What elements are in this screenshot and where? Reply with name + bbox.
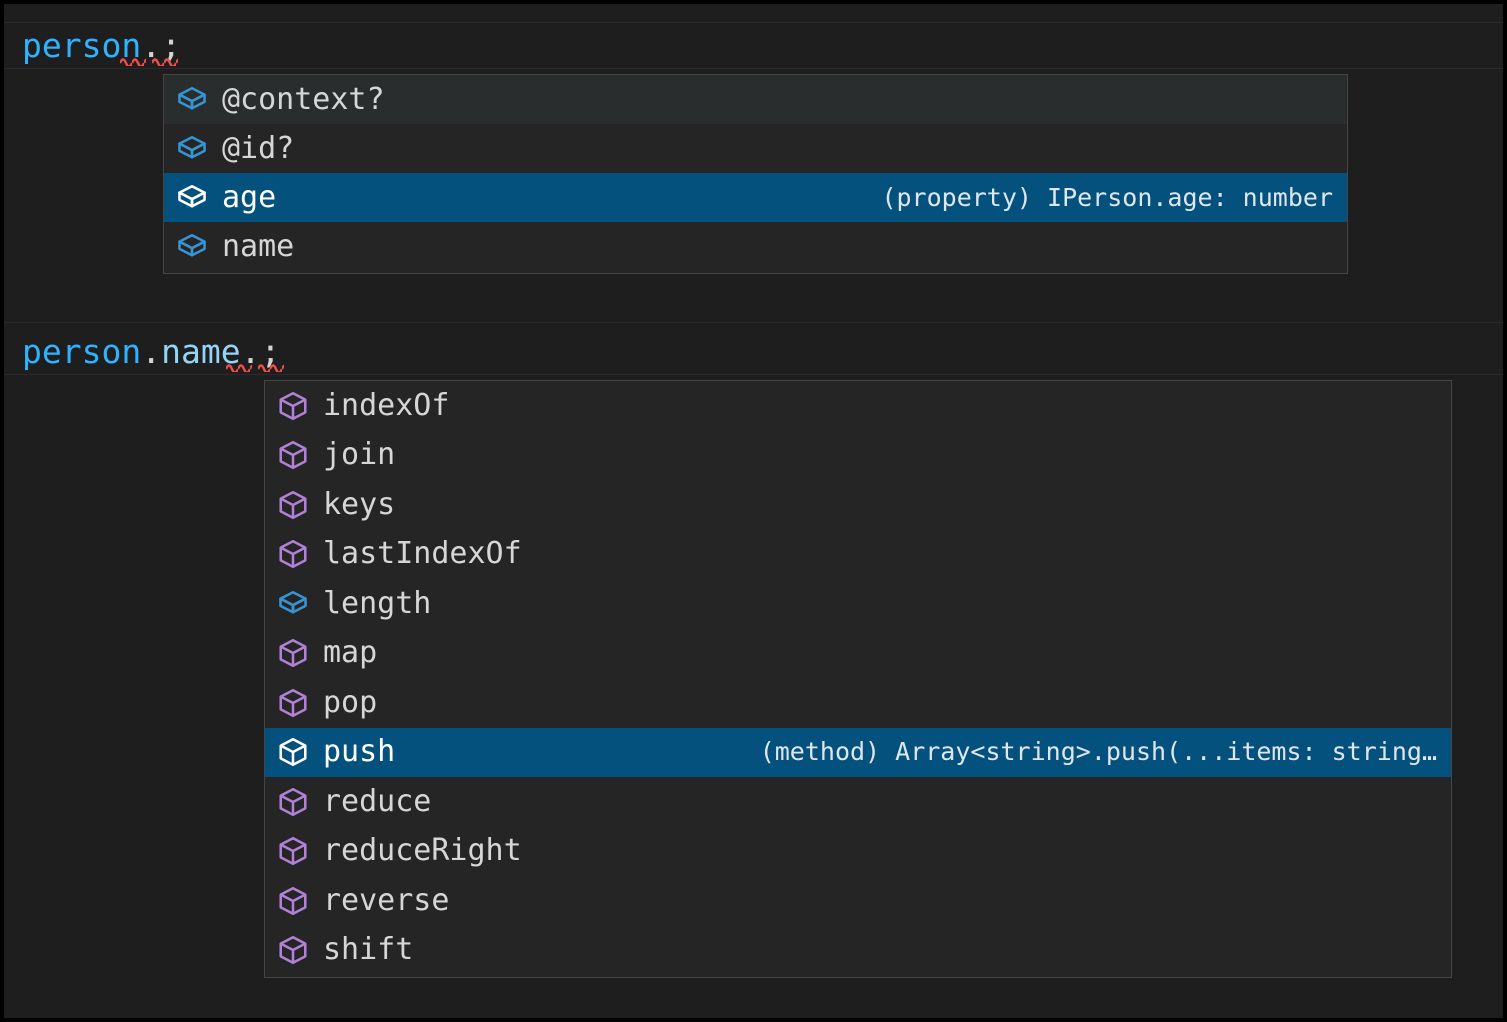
suggest-item-label: length xyxy=(323,585,432,621)
method-cube-icon xyxy=(277,637,309,669)
suggest-item-label: @id? xyxy=(222,130,295,166)
suggest-item-reverse[interactable]: reverse xyxy=(265,876,1451,926)
method-cube-icon xyxy=(277,786,309,818)
suggest-item-label: reduce xyxy=(323,783,432,819)
editor-rule xyxy=(4,68,1503,69)
suggest-item-detail: (property) IPerson.age: number xyxy=(881,182,1333,212)
suggest-item-label: push xyxy=(323,734,396,770)
suggest-widget-person-name[interactable]: indexOf join keys lastIndexOf length map pop pu… xyxy=(264,380,1452,978)
suggest-item-name[interactable]: name xyxy=(164,222,1347,271)
editor-rule xyxy=(4,322,1503,323)
suggest-item-keys[interactable]: keys xyxy=(265,480,1451,530)
property-cube-icon xyxy=(176,231,208,263)
code-token-variable: person xyxy=(22,332,142,371)
suggest-item-indexof[interactable]: indexOf xyxy=(265,381,1451,431)
code-token-punctuation: . xyxy=(240,332,261,371)
editor-rule xyxy=(4,374,1503,375)
suggest-item-label: map xyxy=(323,635,378,671)
method-cube-icon xyxy=(277,439,309,471)
method-cube-icon xyxy=(277,835,309,867)
suggest-widget-person[interactable]: @context? @id? age (property) IPerson.age: … xyxy=(163,74,1348,274)
suggest-item-join[interactable]: join xyxy=(265,430,1451,480)
property-cube-icon xyxy=(176,84,208,116)
code-editor[interactable]: person.; person. name.; @context? @id? age (… xyxy=(4,4,1503,1018)
code-token-punctuation: ; xyxy=(260,332,281,371)
suggest-item-age[interactable]: age (property) IPerson.age: number xyxy=(164,173,1347,222)
suggest-item-pop[interactable]: pop xyxy=(265,678,1451,728)
suggest-item-lastindexof[interactable]: lastIndexOf xyxy=(265,529,1451,579)
suggest-item-label: reverse xyxy=(323,882,450,918)
suggest-item-label: pop xyxy=(323,684,378,720)
suggest-item-map[interactable]: map xyxy=(265,628,1451,678)
suggest-item-label: age xyxy=(222,179,277,215)
property-cube-icon xyxy=(176,182,208,214)
method-cube-icon xyxy=(277,390,309,422)
error-squiggle xyxy=(226,362,252,372)
code-line-1[interactable]: person.; xyxy=(22,26,181,66)
suggest-item-label: keys xyxy=(323,486,396,522)
code-token-punctuation: . xyxy=(141,26,162,65)
suggest-item-label: indexOf xyxy=(323,387,450,423)
error-squiggle xyxy=(258,362,284,372)
error-squiggle xyxy=(152,56,178,66)
error-squiggle xyxy=(120,56,146,66)
suggest-item-label: join xyxy=(323,437,396,473)
suggest-item-label: shift xyxy=(323,932,414,968)
property-cube-icon xyxy=(277,588,309,620)
suggest-item-label: @context? xyxy=(222,81,385,117)
suggest-item-label: reduceRight xyxy=(323,833,522,869)
code-token-punctuation: ; xyxy=(161,26,181,65)
suggest-item-context[interactable]: @context? xyxy=(164,75,1347,124)
suggest-item-push[interactable]: push (method) Array<string>.push(...items… xyxy=(265,727,1451,777)
suggest-item-shift[interactable]: shift xyxy=(265,925,1451,975)
property-cube-icon xyxy=(176,133,208,165)
suggest-item-detail: (method) Array<string>.push(...items: st… xyxy=(759,737,1437,767)
suggest-item-id[interactable]: @id? xyxy=(164,124,1347,173)
suggest-item-length[interactable]: length xyxy=(265,579,1451,629)
code-token-punctuation: . xyxy=(141,332,162,371)
method-cube-icon xyxy=(277,885,309,917)
method-cube-icon xyxy=(277,934,309,966)
editor-rule xyxy=(4,22,1503,23)
method-cube-icon xyxy=(277,687,309,719)
suggest-item-label: name xyxy=(222,228,295,264)
method-cube-icon xyxy=(277,538,309,570)
suggest-item-label: lastIndexOf xyxy=(323,536,522,572)
method-cube-icon xyxy=(277,489,309,521)
suggest-item-reduce[interactable]: reduce xyxy=(265,777,1451,827)
suggest-item-reduceright[interactable]: reduceRight xyxy=(265,826,1451,876)
method-cube-icon xyxy=(277,736,309,768)
